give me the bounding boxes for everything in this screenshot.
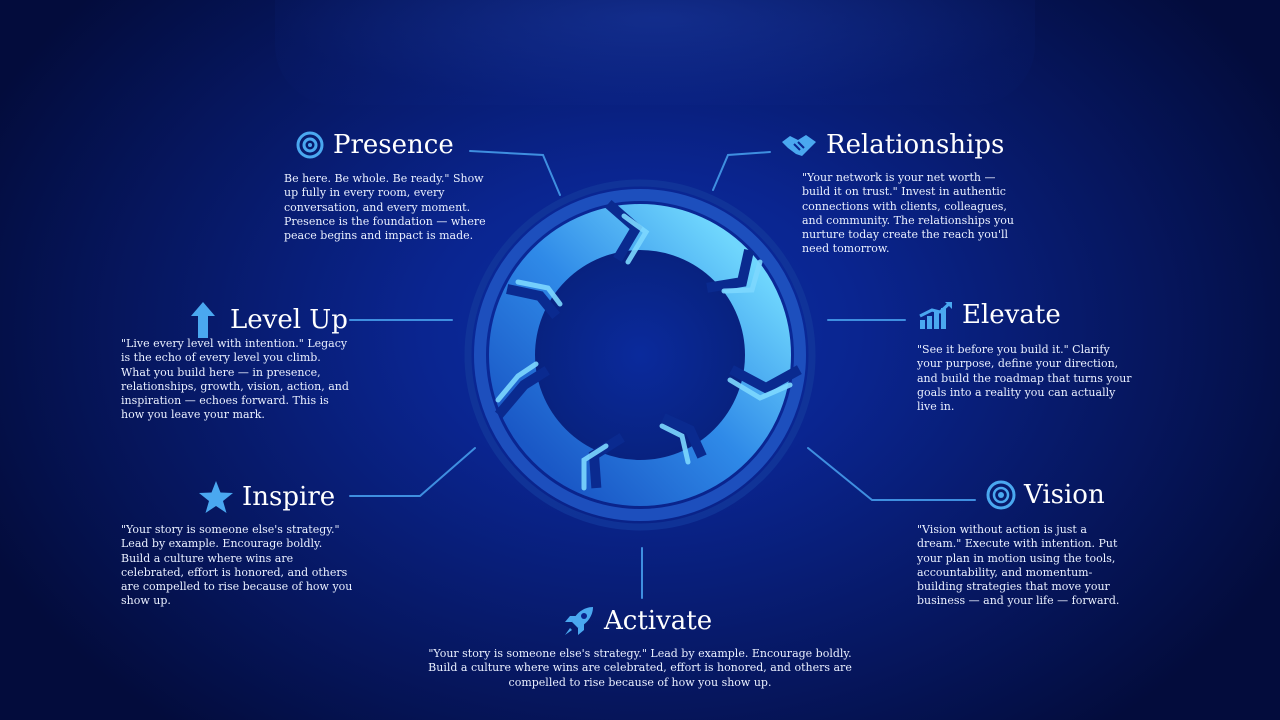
presence-title: Presence bbox=[333, 130, 454, 160]
level-up-description: "Live every level with intention." Legac… bbox=[121, 337, 353, 423]
presence-description: Be here. Be whole. Be ready." Show up fu… bbox=[284, 172, 499, 243]
level-up-heading: Level Up bbox=[188, 300, 348, 340]
vision-description: "Vision without action is just a dream."… bbox=[917, 523, 1132, 609]
activate-title: Activate bbox=[604, 606, 712, 636]
activate-description: "Your story is someone else's strategy."… bbox=[418, 647, 862, 690]
star-icon bbox=[198, 480, 234, 514]
vision-title: Vision bbox=[1024, 480, 1105, 510]
handshake-icon bbox=[780, 130, 818, 160]
connector-vision bbox=[808, 448, 975, 500]
vision-heading: Vision bbox=[986, 480, 1105, 510]
inspire-title: Inspire bbox=[242, 482, 335, 512]
level-up-title: Level Up bbox=[230, 305, 348, 335]
growth-chart-icon bbox=[918, 300, 954, 330]
relationships-description: "Your network is your net worth — build … bbox=[802, 171, 1024, 257]
inspire-description: "Your story is someone else's strategy."… bbox=[121, 523, 353, 609]
relationships-heading: Relationships bbox=[780, 130, 1004, 160]
eye-target-icon bbox=[986, 480, 1016, 510]
inspire-heading: Inspire bbox=[198, 480, 335, 514]
connector-inspire bbox=[350, 448, 475, 496]
rocket-icon bbox=[562, 604, 596, 638]
presence-heading: Presence bbox=[295, 130, 454, 160]
elevate-heading: Elevate bbox=[918, 300, 1061, 330]
connector-relationships bbox=[713, 152, 770, 190]
elevate-description: "See it before you build it." Clarify yo… bbox=[917, 343, 1132, 414]
target-icon bbox=[295, 130, 325, 160]
relationships-title: Relationships bbox=[826, 130, 1004, 160]
elevate-title: Elevate bbox=[962, 300, 1061, 330]
arrow-up-icon bbox=[188, 300, 218, 340]
activate-heading: Activate bbox=[562, 604, 712, 638]
